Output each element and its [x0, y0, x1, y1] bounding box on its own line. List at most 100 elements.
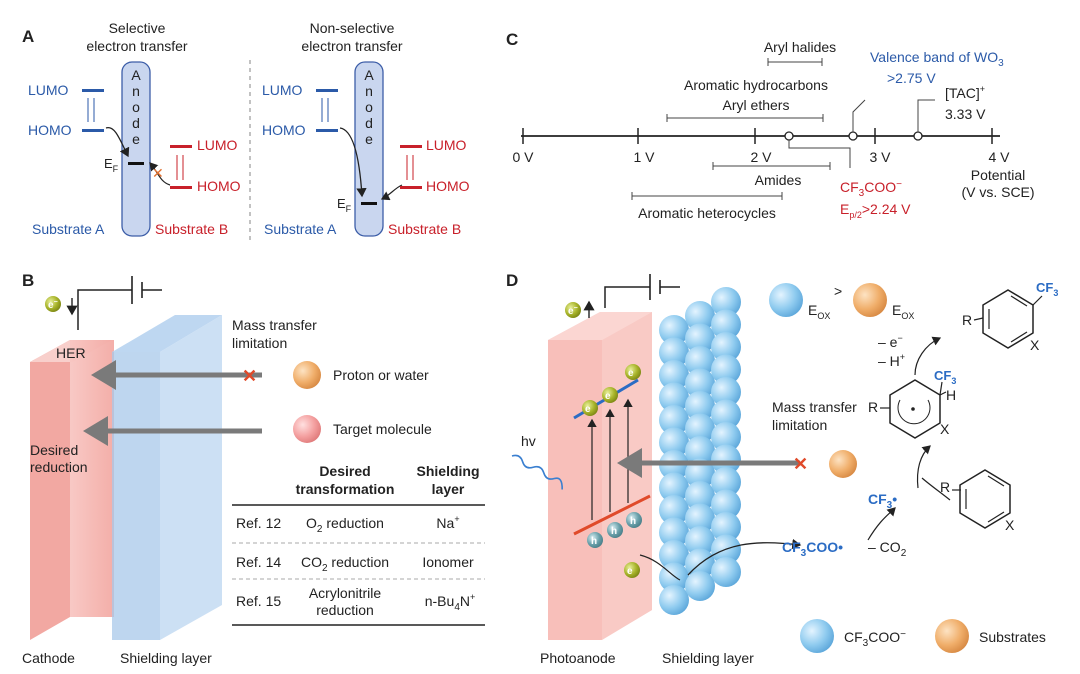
anode-letter: A: [364, 67, 374, 83]
electron-icon: [624, 562, 640, 578]
hole-icon: [607, 522, 623, 538]
light-icon: [511, 454, 563, 490]
tick-label: 4 V: [988, 149, 1010, 165]
holes: h h h: [587, 512, 642, 548]
r-group: R: [962, 312, 972, 328]
shielding-sphere: [711, 489, 741, 520]
anode-letter: o: [365, 99, 373, 115]
decarboxylation-arrow: [867, 507, 896, 541]
reference-table: Desired transformation Shielding layer R…: [232, 463, 485, 626]
blocked-transfer-arrow: [149, 162, 171, 186]
blocked-cross-icon: ✕: [152, 165, 164, 181]
ep2-label: Ep/2>2.24 V: [840, 201, 911, 220]
homo-b-right-level: [400, 186, 422, 189]
table-cell-ref: Ref. 14: [236, 554, 281, 570]
aromatic-heterocycles-label: Aromatic heterocycles: [638, 205, 776, 221]
shielding-sphere: [685, 368, 715, 399]
shielding-label: Shielding layer: [120, 650, 212, 666]
shielding-spheres: [659, 287, 741, 615]
cf3coo-radical: CF3COO•: [782, 539, 843, 559]
table-row: Ref. 14 CO2 reduction Ionomer: [236, 554, 474, 574]
desired-label-2: reduction: [30, 459, 88, 475]
shielding-sphere: [659, 540, 689, 570]
lumo-b-right-level: [400, 145, 422, 148]
shielding-sphere: [659, 405, 689, 435]
shielding-sphere: [711, 444, 741, 475]
gt-symbol: >: [834, 283, 842, 299]
electron-icon: [625, 364, 641, 380]
eox-cf3coo: EOX: [808, 302, 830, 321]
anode-letter: d: [132, 115, 140, 131]
homo-b-left-level: [170, 186, 192, 189]
shielding-sphere: [711, 332, 741, 362]
aryl-halides-label: Aryl halides: [764, 39, 836, 55]
table-cell-transformation: Acrylonitrile: [309, 585, 382, 601]
table-head-transformation: transformation: [296, 481, 395, 497]
tac-label: [TAC]+: [945, 84, 985, 101]
electron-label: e: [605, 391, 611, 402]
table-cell-transformation: reduction: [316, 602, 374, 618]
potential-label: Potential: [971, 167, 1025, 183]
shielding-sphere: [711, 512, 741, 542]
cathode-label: Cathode: [22, 650, 75, 666]
shielding-sphere: [685, 458, 715, 489]
anode-letter: n: [365, 83, 373, 99]
ef-right: EF: [337, 196, 352, 214]
shielding-sphere: [685, 346, 715, 376]
cf3coo-sphere-icon: [769, 283, 803, 317]
rearomatization-arrow: [914, 336, 942, 376]
shielding-sphere: [685, 526, 715, 556]
tick-label: 3 V: [869, 149, 891, 165]
homo-a-right-level: [316, 129, 338, 132]
shielding-sphere: [685, 481, 715, 511]
legend-cf3coo: CF3COO−: [844, 629, 906, 649]
shielding-sphere: [685, 323, 715, 354]
photoanode: [548, 340, 602, 640]
electron-label: e−: [568, 305, 578, 317]
cf3coo-leader: [788, 140, 851, 168]
substrate-a-right: Substrate A: [264, 221, 337, 237]
minus-proton: – H+: [878, 352, 905, 369]
table-cell-transformation: CO2 reduction: [301, 554, 389, 574]
shielding-label: Shielding layer: [662, 650, 754, 666]
wo3-marker: [848, 131, 858, 141]
hv-label: hv: [521, 433, 536, 449]
shielding-sphere: [659, 337, 689, 368]
shielding-sphere: [659, 517, 689, 548]
product: R X CF3: [962, 280, 1058, 353]
valence-band: [573, 494, 651, 536]
aryl-ethers-label: Aryl ethers: [723, 97, 790, 113]
addition-arrow: [916, 445, 931, 489]
panel-a-label: A: [22, 27, 34, 46]
shielding-sphere: [711, 399, 741, 430]
selective-title-line2: electron transfer: [86, 38, 187, 54]
electron-label: e−: [48, 299, 58, 311]
photoanode-top-face: [548, 312, 652, 340]
tac-value: 3.33 V: [945, 106, 986, 122]
r-group: R: [940, 479, 950, 495]
hole-label: h: [630, 516, 636, 527]
panel-a: A Selective electron transfer Non-select…: [22, 20, 470, 240]
tac-leader: [917, 99, 935, 132]
minus-electron: – e−: [878, 333, 903, 350]
arene-approach: [921, 477, 951, 501]
electron-icon: [45, 296, 61, 312]
arene-substrate: R X: [940, 469, 1015, 533]
cf3-radical: CF3•: [868, 491, 897, 511]
electron-transfer-arrow-left: [105, 127, 130, 158]
x-atom: X: [1005, 517, 1015, 533]
shielding-sphere: [659, 472, 689, 503]
shielding-sphere: [659, 360, 689, 390]
table-cell-transformation: O2 reduction: [306, 515, 384, 535]
shielding-sphere: [659, 382, 689, 413]
cf3-group: CF3: [1036, 280, 1058, 298]
wo3-value: >2.75 V: [887, 70, 936, 86]
shielding-sphere: [685, 391, 715, 421]
ef-left: EF: [104, 156, 119, 174]
substrate-sphere-icon: [829, 450, 857, 478]
table-cell-layer: Ionomer: [422, 554, 474, 570]
amides-label: Amides: [755, 172, 802, 188]
hole-label: h: [611, 526, 617, 537]
electron-icon: [582, 400, 598, 416]
anode-letter: d: [365, 115, 373, 131]
